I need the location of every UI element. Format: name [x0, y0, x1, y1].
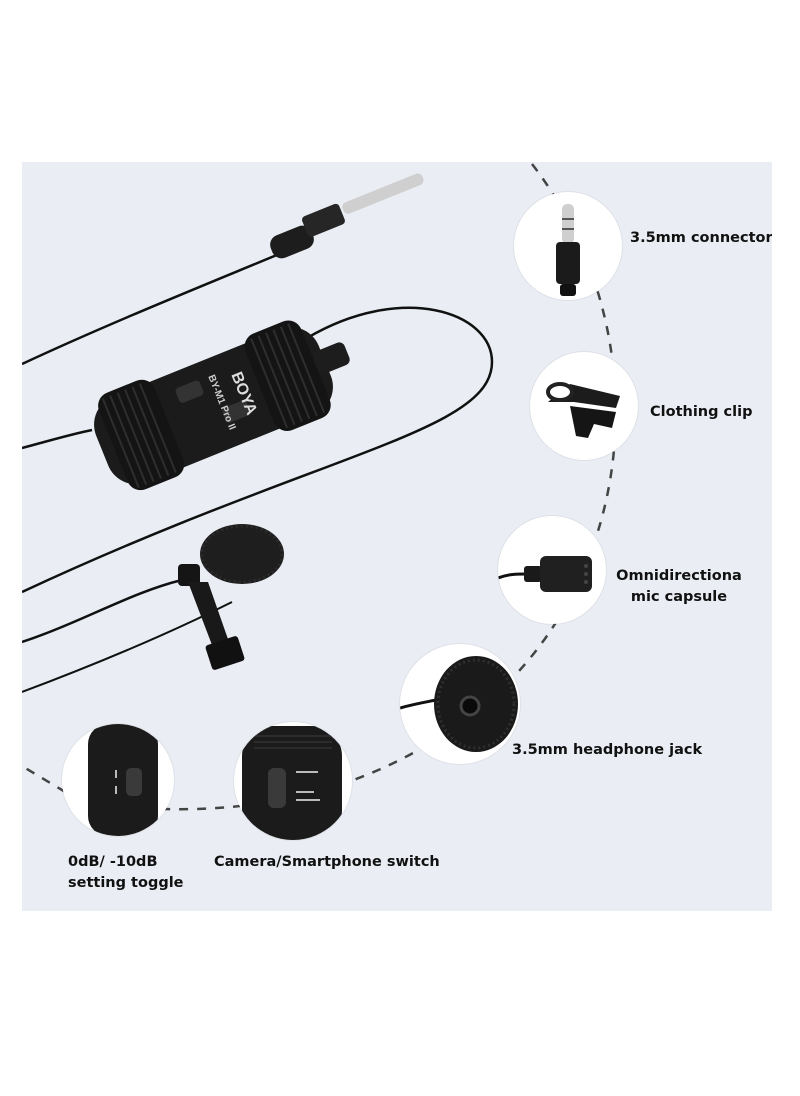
cable-lower — [22, 601, 233, 693]
label-switch: Camera/Smartphone switch — [214, 854, 440, 870]
label-toggle: 0dB/ -10dB setting toggle — [68, 852, 184, 894]
lavalier-mic — [178, 524, 284, 670]
label-capsule-line1: Omnidirectiona — [616, 568, 742, 584]
label-clip: Clothing clip — [650, 404, 753, 420]
label-capsule-line2: mic capsule — [630, 589, 728, 605]
cable-loop — [22, 306, 494, 594]
callout-headphone — [400, 644, 520, 764]
cable-to-plug — [22, 250, 285, 366]
cable-left — [22, 428, 93, 450]
clip-icon — [546, 382, 620, 438]
callout-clip — [530, 352, 638, 460]
trrs-plug — [270, 173, 424, 259]
headphone-jack-icon — [400, 656, 518, 752]
label-capsule: Omnidirectiona mic capsule — [614, 566, 744, 608]
label-toggle-line1: 0dB/ -10dB — [68, 854, 158, 870]
switch-icon — [242, 726, 342, 840]
capsule-icon — [498, 556, 592, 592]
microphone-body — [94, 320, 350, 491]
label-toggle-line2: setting toggle — [68, 875, 184, 891]
callout-switch — [234, 722, 352, 840]
label-connector: 3.5mm connector — [630, 230, 772, 246]
connector-icon — [556, 204, 580, 296]
callout-toggle — [62, 724, 174, 836]
label-headphone: 3.5mm headphone jack — [512, 742, 703, 758]
cable-mic — [22, 578, 183, 644]
dashed-arc — [22, 163, 617, 811]
toggle-icon — [88, 724, 158, 836]
callout-connector — [514, 192, 622, 300]
callout-capsule — [498, 516, 606, 624]
